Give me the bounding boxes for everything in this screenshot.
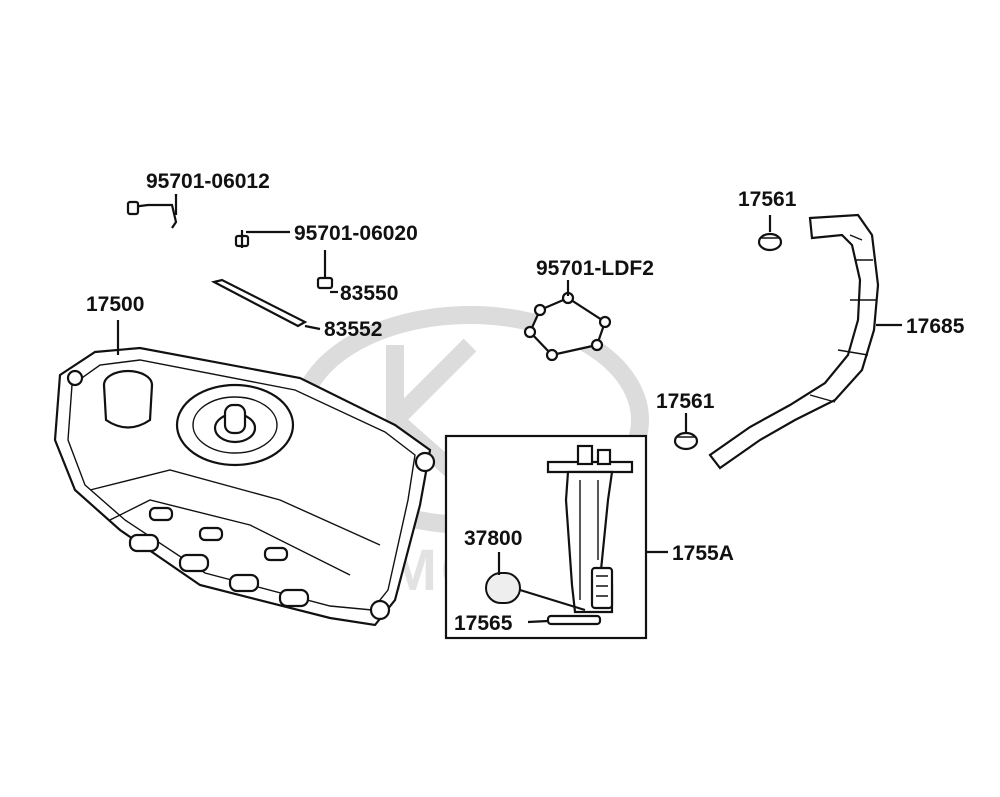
callout-17561-top: 17561 (738, 188, 797, 211)
callout-95701-LDF2: 95701-LDF2 (536, 257, 654, 280)
fuel-tank-icon[interactable] (53, 346, 436, 627)
callout-17565: 17565 (454, 612, 513, 635)
callout-83550: 83550 (340, 282, 398, 305)
callouts: 95701-06012 95701-06020 83550 83552 1750… (86, 170, 965, 635)
callout-17500: 17500 (86, 293, 144, 316)
callout-17561-bottom: 17561 (656, 390, 715, 413)
leader-lines (116, 194, 902, 624)
bolt-icon[interactable] (126, 194, 178, 229)
callout-37800: 37800 (464, 527, 522, 550)
hose-icon[interactable] (708, 213, 880, 470)
hose-clamp-icon[interactable] (757, 232, 783, 252)
bolt-icon[interactable] (316, 255, 334, 290)
bolt-icon[interactable] (234, 230, 290, 248)
gasket-icon[interactable] (546, 614, 602, 626)
fuel-pump-icon[interactable] (546, 444, 634, 614)
gasket-icon[interactable] (210, 278, 308, 328)
hose-clamp-icon[interactable] (673, 431, 699, 451)
callout-95701-06012: 95701-06012 (146, 170, 270, 193)
callout-83552: 83552 (324, 318, 382, 341)
filter-icon[interactable] (485, 572, 521, 604)
callout-17685: 17685 (906, 315, 965, 338)
callout-95701-06020: 95701-06020 (294, 222, 418, 245)
screw-set-icon[interactable] (523, 291, 612, 362)
callout-1755A: 1755A (672, 542, 734, 565)
